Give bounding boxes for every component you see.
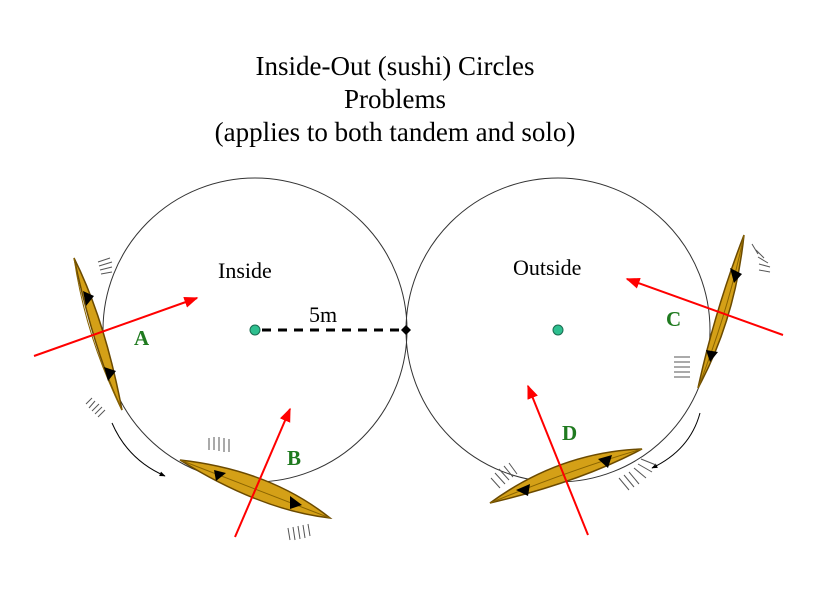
- boat-d-wake-right: [618, 458, 657, 491]
- outside-label: Outside: [513, 255, 581, 280]
- tangent-point: [401, 325, 411, 335]
- boat-c-wake-bottom: [674, 356, 690, 378]
- boat-b-force-arrow: [234, 407, 291, 538]
- boat-a-label: A: [134, 326, 150, 350]
- diagram-title: Inside-Out (sushi) Circles Problems (app…: [0, 50, 790, 149]
- boat-a-wake-top: [97, 257, 113, 275]
- transition-arrow-a-b: [111, 422, 166, 477]
- boat-d-label: D: [562, 421, 577, 445]
- outside-center-dot: [552, 324, 564, 336]
- title-line-2: Problems: [343, 84, 446, 114]
- title-line-3: (applies to both tandem and solo): [214, 117, 576, 147]
- boat-d: [489, 448, 657, 504]
- title-line-1: Inside-Out (sushi) Circles: [255, 51, 535, 81]
- boat-a: [73, 257, 123, 418]
- boat-c-wake-top: [751, 243, 771, 273]
- inside-label: Inside: [218, 258, 272, 283]
- inside-center-dot: [249, 324, 261, 336]
- boat-c-hull: [697, 234, 745, 389]
- boat-b-label: B: [287, 446, 301, 470]
- boat-d-force-arrow: [527, 384, 589, 536]
- boat-a-wake-bottom: [85, 397, 106, 418]
- boat-c-force-arrow: [625, 277, 784, 336]
- boat-a-force-arrow: [33, 296, 199, 357]
- boat-b-wake-bottom: [287, 523, 311, 541]
- boat-b-wake-top: [208, 437, 230, 452]
- boat-d-wake-left: [490, 462, 518, 489]
- boat-c-label: C: [666, 307, 681, 331]
- transition-arrow-c-d: [651, 412, 701, 469]
- boat-c: [674, 234, 771, 389]
- radius-label: 5m: [309, 302, 337, 327]
